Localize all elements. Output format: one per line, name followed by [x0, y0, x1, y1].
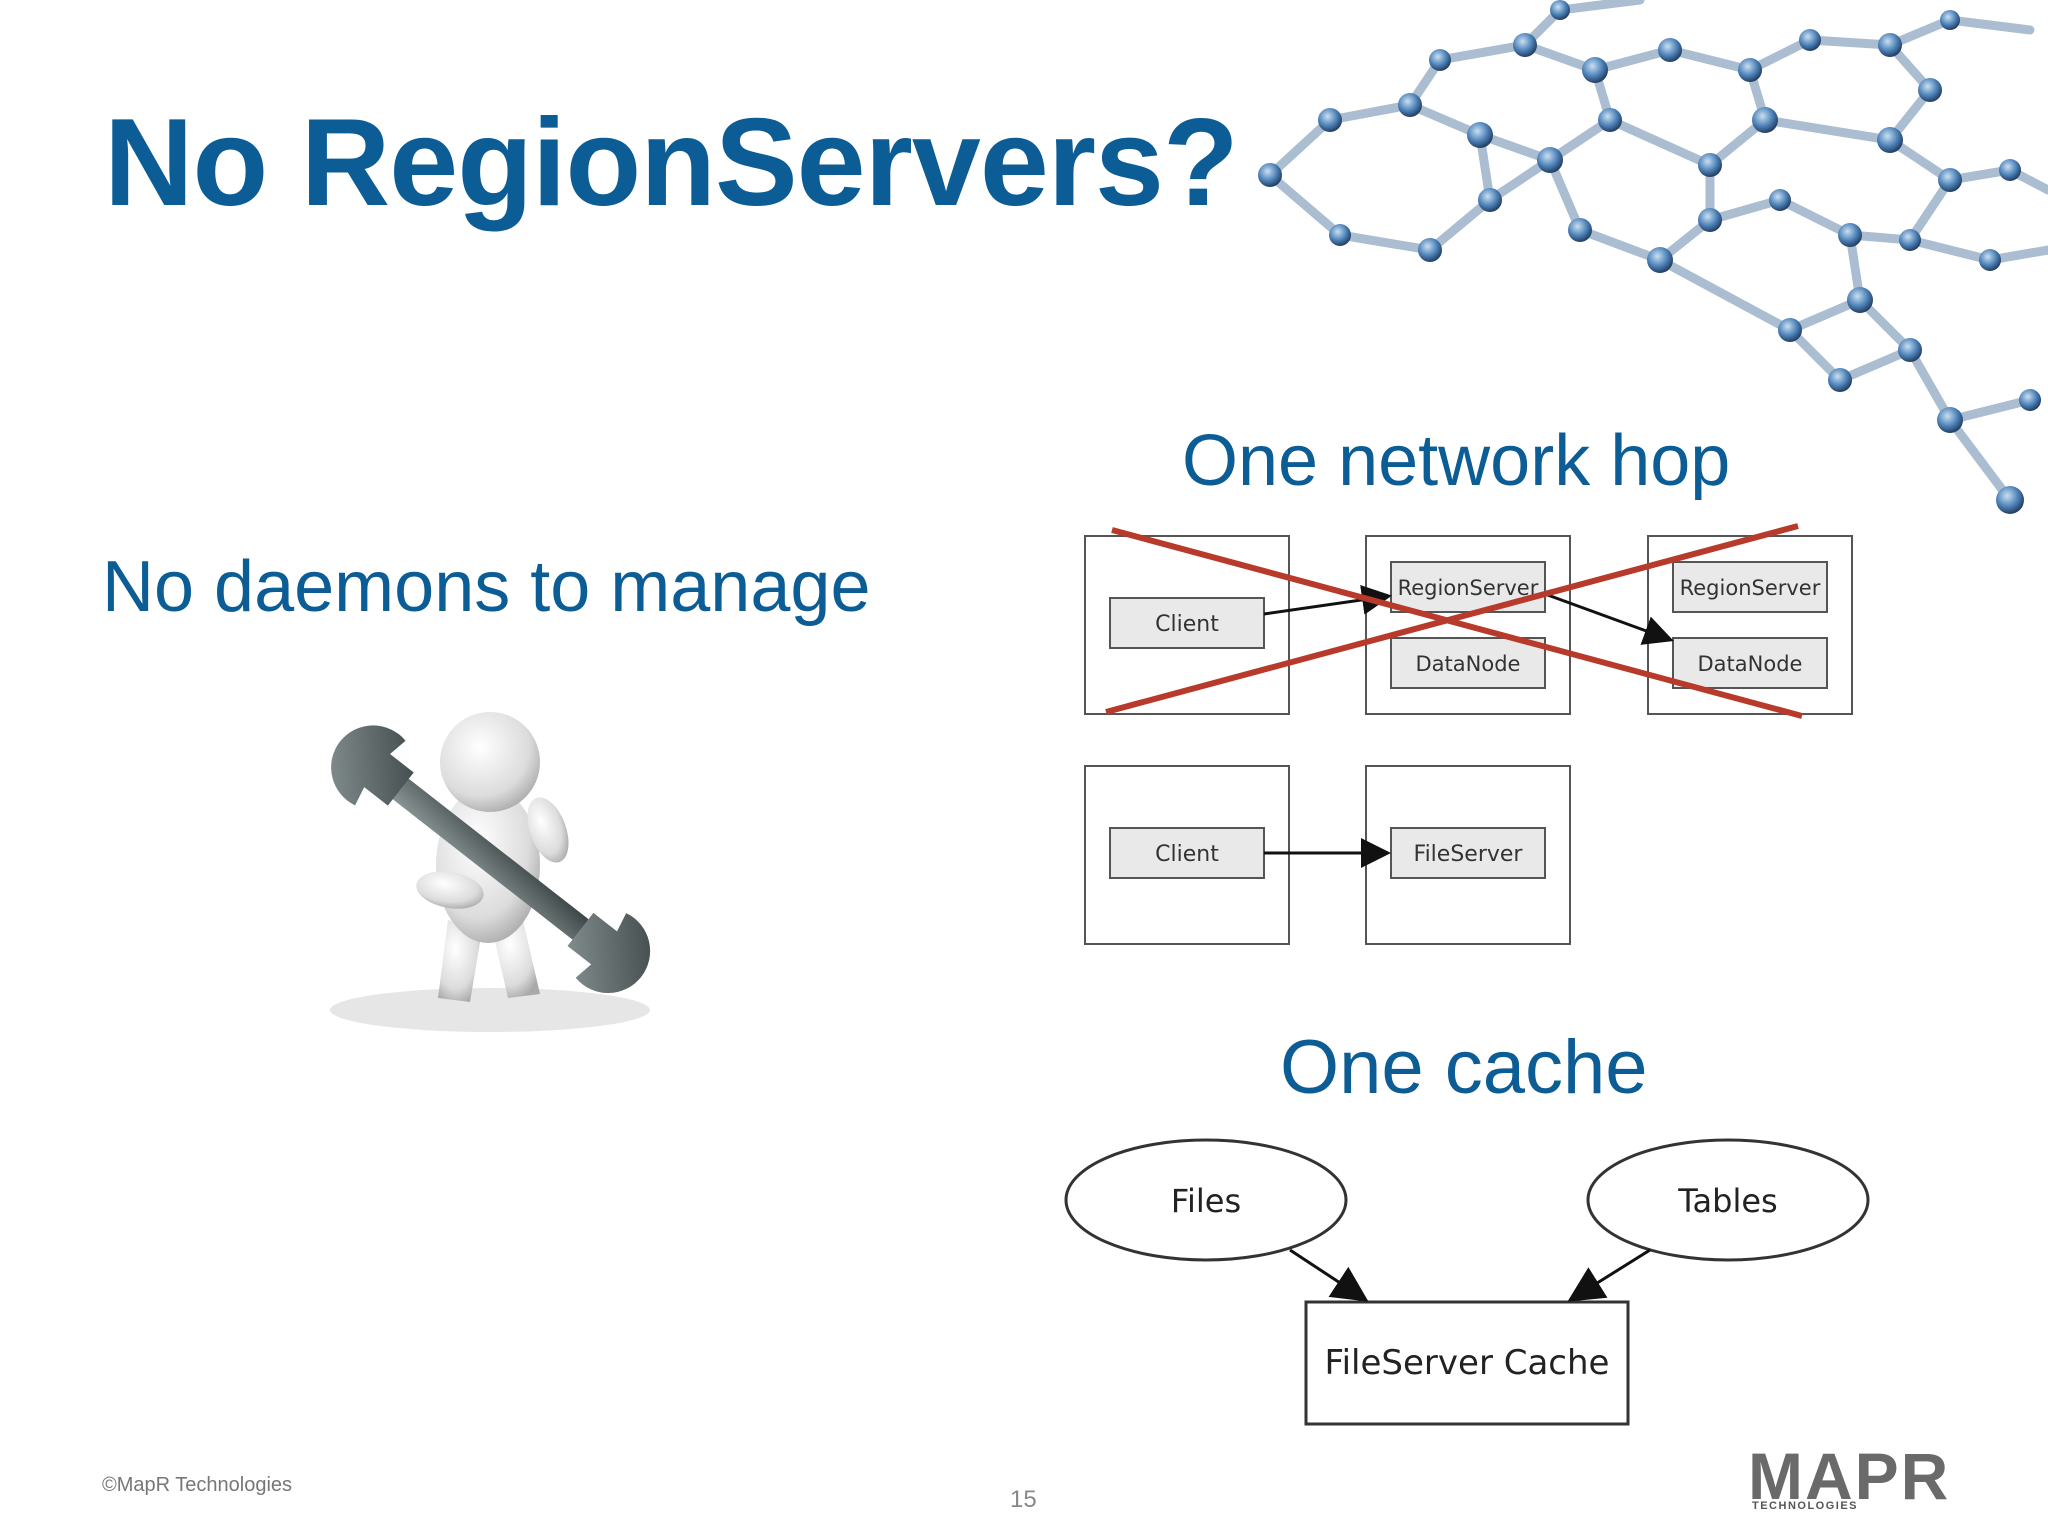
fileserver-label: FileServer	[1414, 842, 1524, 867]
files-node	[1064, 1138, 1348, 1262]
logo-main-text: MAPR	[1748, 1439, 1951, 1513]
fileserver-cache-label: FileServer Cache	[1325, 1343, 1610, 1383]
cross-line-1	[1111, 527, 1803, 719]
host-box-regionserver-2: RegionServer DataNode	[1647, 535, 1853, 715]
logo-sub-text: TECHNOLOGIES	[1752, 1500, 1859, 1512]
wrench-person-icon	[330, 712, 651, 1032]
slide-title: No RegionServers?	[104, 94, 1239, 232]
host-box-client-direct: Client	[1084, 765, 1290, 945]
client-label: Client	[1155, 612, 1219, 637]
arrow-tables-to-cache	[1567, 1248, 1651, 1302]
mapr-logo: MAPR TECHNOLOGIES	[1748, 1439, 1978, 1513]
client-direct-label: Client	[1155, 842, 1219, 867]
heading-one-network-hop: One network hop	[1182, 421, 1731, 501]
network-hop-diagram: Client RegionServer DataNode RegionServe…	[1084, 523, 1853, 945]
cross-line-2	[1105, 523, 1799, 715]
footer-copyright: ©MapR Technologies	[102, 1474, 293, 1496]
tables-node	[1586, 1138, 1870, 1262]
heading-no-daemons: No daemons to manage	[102, 547, 871, 627]
datanode-label-2: DataNode	[1698, 652, 1803, 676]
host-box-fileserver: FileServer	[1365, 765, 1571, 945]
fileserver-cache-node	[1304, 1300, 1630, 1426]
cache-diagram: Files Tables FileServer Cache	[1064, 1138, 1870, 1426]
heading-one-cache: One cache	[1280, 1025, 1648, 1110]
regionserver-label-2: RegionServer	[1680, 576, 1821, 600]
arrow-files-to-cache	[1289, 1248, 1369, 1302]
datanode-label-1: DataNode	[1416, 652, 1521, 676]
regionserver-label-1: RegionServer	[1398, 576, 1539, 600]
arrow-regionserver-to-datanode	[1544, 592, 1674, 645]
molecule-network-graphic	[1258, 0, 2048, 514]
page-number: 15	[1010, 1486, 1037, 1513]
files-label: Files	[1171, 1182, 1241, 1220]
tables-label: Tables	[1677, 1182, 1777, 1220]
